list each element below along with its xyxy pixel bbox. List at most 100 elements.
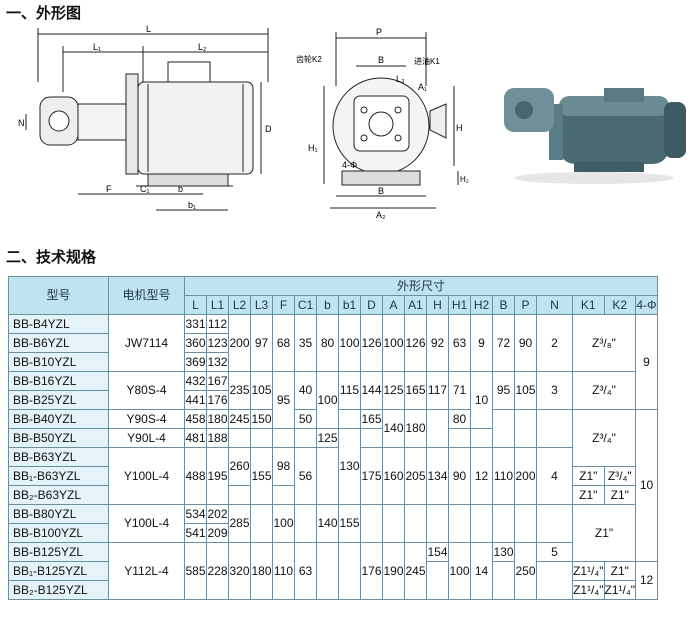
- cell-H2: 10: [470, 371, 493, 429]
- dim-L1: L₁: [93, 42, 101, 52]
- cell-b: 80: [316, 314, 339, 372]
- cell-A1: 245: [404, 542, 427, 600]
- dim-D: D: [265, 124, 272, 134]
- model-cell: BB-B80YZL: [8, 504, 109, 524]
- cell-b1: 130: [338, 428, 361, 505]
- col-H: H: [426, 295, 449, 315]
- col-H2: H2: [470, 295, 493, 315]
- cell-N: 5: [536, 542, 573, 562]
- cell-H-empty: [426, 409, 449, 448]
- cell-P: 90: [514, 314, 537, 372]
- cell-H1: 100: [448, 542, 471, 600]
- cell-H1-empty: [448, 504, 471, 543]
- section-title-specs: 二、技术规格: [6, 249, 97, 266]
- label-K1: 进油K1: [414, 56, 440, 66]
- model-cell: BB₂-B125YZL: [8, 580, 109, 600]
- cell-F: 98: [272, 447, 295, 486]
- cell-L: 432: [184, 371, 207, 391]
- col-L3: L3: [250, 295, 273, 315]
- cell-L: 541: [184, 523, 207, 543]
- model-cell: BB-B16YZL: [8, 371, 109, 391]
- cell-L1: 180: [206, 409, 229, 429]
- cell-b1: 115: [338, 371, 361, 410]
- cell-F: 68: [272, 314, 295, 372]
- col-4phi: 4-Φ: [635, 295, 658, 315]
- header-model: 型号: [8, 276, 109, 315]
- cell-B: 95: [492, 371, 515, 410]
- cell-F-empty: [272, 428, 295, 448]
- cell-H1-empty: [448, 428, 471, 448]
- cell-K1: Z1¹/₄": [572, 561, 605, 581]
- dim-L3: L₃: [396, 74, 405, 84]
- cell-4phi: 10: [635, 409, 658, 562]
- col-P: P: [514, 295, 537, 315]
- cell-L2-empty: [228, 428, 251, 448]
- table-row: BB₁-B63YZL Z1" Z³/₄": [8, 466, 658, 486]
- cell-L1: 167: [206, 371, 229, 391]
- cell-H-empty: [426, 561, 449, 600]
- header-dims: 外形尺寸: [184, 276, 658, 296]
- cell-L1: 202: [206, 504, 229, 524]
- cell-H2: 14: [470, 542, 493, 600]
- cell-K: Z1": [572, 504, 636, 562]
- dim-H1: H₁: [308, 143, 318, 153]
- cell-P: 250: [514, 542, 537, 600]
- cell-P-empty: [514, 504, 537, 543]
- cell-L2-empty: [228, 485, 251, 505]
- cell-L1: 188: [206, 428, 229, 448]
- cell-b1: 155: [338, 504, 361, 543]
- label-K2: 齿轮K2: [296, 54, 322, 64]
- model-cell: BB-B4YZL: [8, 314, 109, 334]
- col-H1: H1: [448, 295, 471, 315]
- cell-L2: 200: [228, 314, 251, 372]
- cell-N: 4: [536, 447, 573, 505]
- col-F: F: [272, 295, 295, 315]
- dim-N: N: [18, 118, 25, 128]
- cell-b1: 100: [338, 314, 361, 372]
- cell-H2: 9: [470, 314, 493, 372]
- cell-L1: 209: [206, 523, 229, 543]
- cell-L: 534: [184, 504, 207, 524]
- cell-N-empty: [536, 409, 573, 448]
- cell-C1: 56: [294, 447, 317, 505]
- section-title-outline: 一、外形图: [6, 5, 82, 22]
- cell-L2: 235: [228, 371, 251, 410]
- cell-L3: 155: [250, 447, 273, 505]
- cell-H1: 80: [448, 409, 471, 429]
- cell-B-empty: [492, 409, 515, 448]
- cell-b-empty: [316, 447, 339, 505]
- dim-P: P: [376, 27, 382, 37]
- cell-H: 92: [426, 314, 449, 372]
- col-B: B: [492, 295, 515, 315]
- col-b: b: [316, 295, 339, 315]
- table-row: BB-B16YZL Y80S-4 432 167 235 105 95 40 1…: [8, 371, 658, 429]
- cell-L2: 260: [228, 447, 251, 486]
- cell-B-empty: [492, 561, 515, 600]
- cell-A: 160: [382, 447, 405, 505]
- col-L: L: [184, 295, 207, 315]
- col-A1: A1: [404, 295, 427, 315]
- motor-cell: Y80S-4: [108, 371, 185, 410]
- cell-4phi: 12: [635, 561, 658, 600]
- motor-cell: Y90L-4: [108, 428, 185, 448]
- cell-H-empty: [426, 504, 449, 543]
- cell-L1: 228: [206, 542, 229, 600]
- cell-D-empty: [360, 504, 383, 543]
- cell-N: 3: [536, 371, 573, 410]
- cell-L: 441: [184, 390, 207, 410]
- cell-A1-empty: [404, 504, 427, 543]
- cell-L2: 285: [228, 504, 251, 543]
- dim-H2: H₂: [460, 175, 469, 184]
- model-cell: BB-B100YZL: [8, 523, 109, 543]
- cell-L2: 320: [228, 542, 251, 600]
- model-cell: BB-B6YZL: [8, 333, 109, 353]
- cell-L1: 176: [206, 390, 229, 410]
- dim-C1: C₁: [140, 184, 150, 194]
- cell-K1: Z1¹/₄": [572, 580, 605, 600]
- cell-K: Z³/₈": [572, 314, 636, 372]
- cell-A-empty: [382, 504, 405, 543]
- cell-b-empty: [316, 542, 339, 600]
- spec-table: 型号 电机型号 外形尺寸 L L1 L2 L3 F C1 b b1 D A A1…: [8, 276, 658, 600]
- model-cell: BB-B25YZL: [8, 390, 109, 410]
- table-row: BB-B63YZL Y100L-4 488 195 260 155 98 56 …: [8, 447, 658, 505]
